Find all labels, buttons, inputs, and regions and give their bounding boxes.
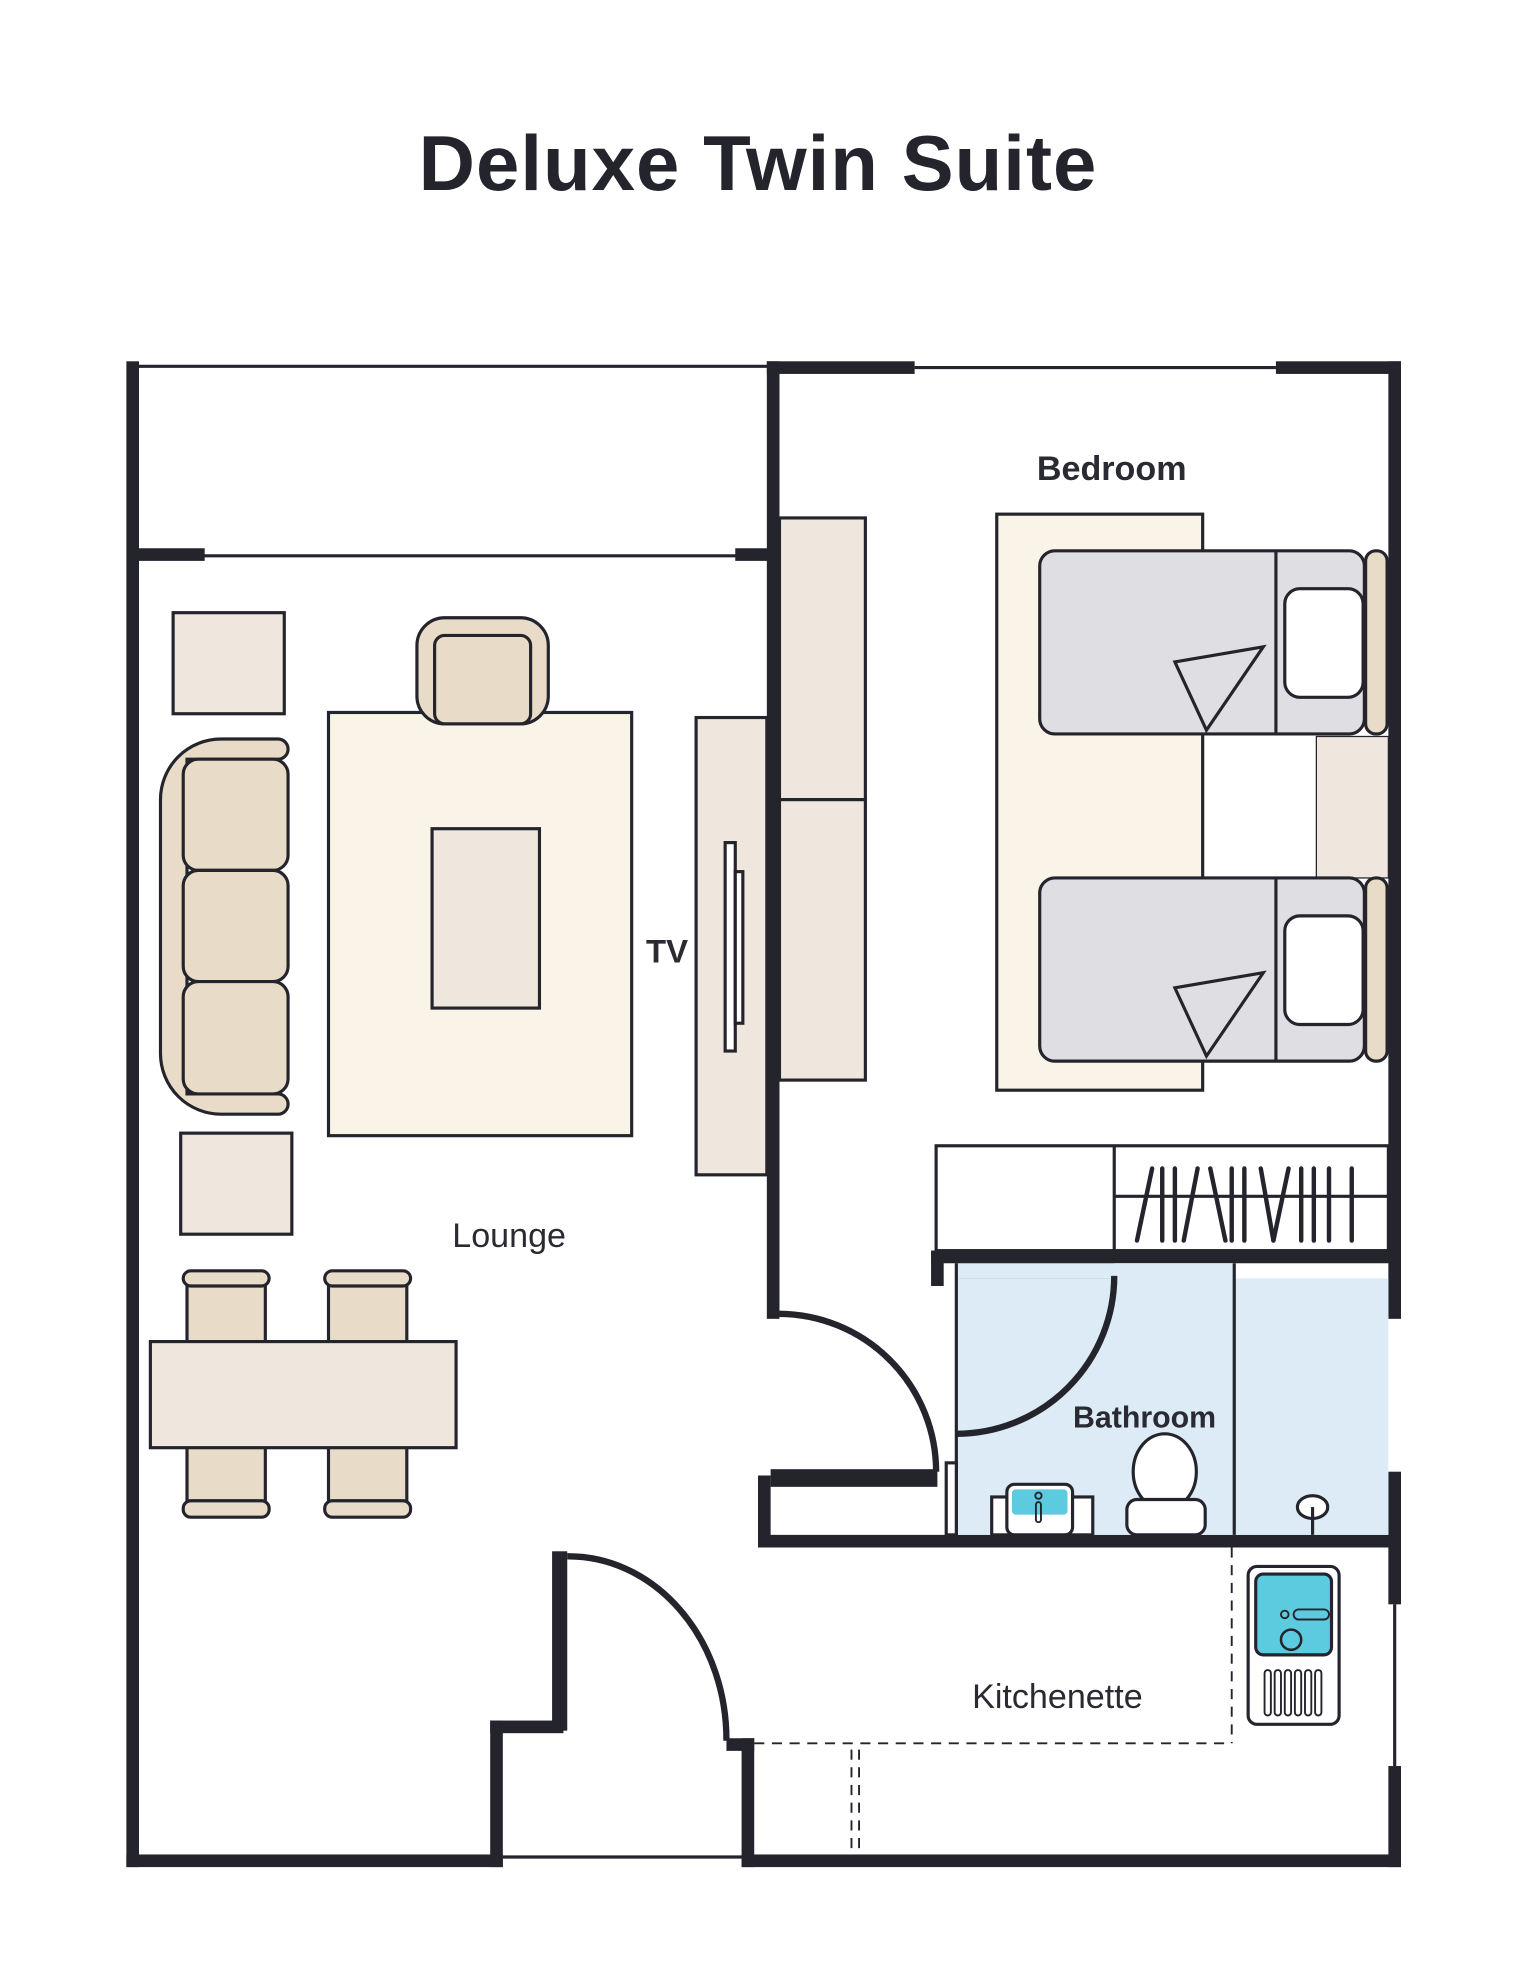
label-kitchenette: Kitchenette bbox=[972, 1678, 1143, 1716]
armchair bbox=[415, 616, 550, 726]
floor-plan-title: Deluxe Twin Suite bbox=[418, 119, 1098, 207]
wardrobe-lower bbox=[777, 798, 867, 1082]
toilet bbox=[1125, 1432, 1207, 1537]
bed-2 bbox=[1038, 876, 1389, 1063]
bedroom-furniture bbox=[777, 512, 1390, 1253]
dining-set bbox=[148, 1269, 458, 1519]
sofa bbox=[158, 737, 290, 1116]
bed-1 bbox=[1038, 549, 1389, 736]
coffee-table bbox=[430, 827, 542, 1010]
kitchenette bbox=[754, 1547, 1341, 1855]
label-tv: TV bbox=[646, 933, 688, 970]
lounge-furniture bbox=[148, 611, 769, 1519]
kitchen-sink-cooktop bbox=[1246, 1564, 1341, 1726]
bathroom bbox=[944, 1263, 1389, 1537]
sink bbox=[990, 1482, 1095, 1537]
label-bedroom: Bedroom bbox=[1037, 450, 1187, 488]
shower-head bbox=[1295, 1494, 1330, 1535]
closet bbox=[934, 1144, 1390, 1253]
walls bbox=[126, 361, 1401, 1868]
wardrobe-upper bbox=[777, 516, 867, 802]
balcony bbox=[139, 364, 771, 561]
label-bathroom: Bathroom bbox=[1073, 1401, 1216, 1434]
label-lounge: Lounge bbox=[452, 1217, 566, 1255]
